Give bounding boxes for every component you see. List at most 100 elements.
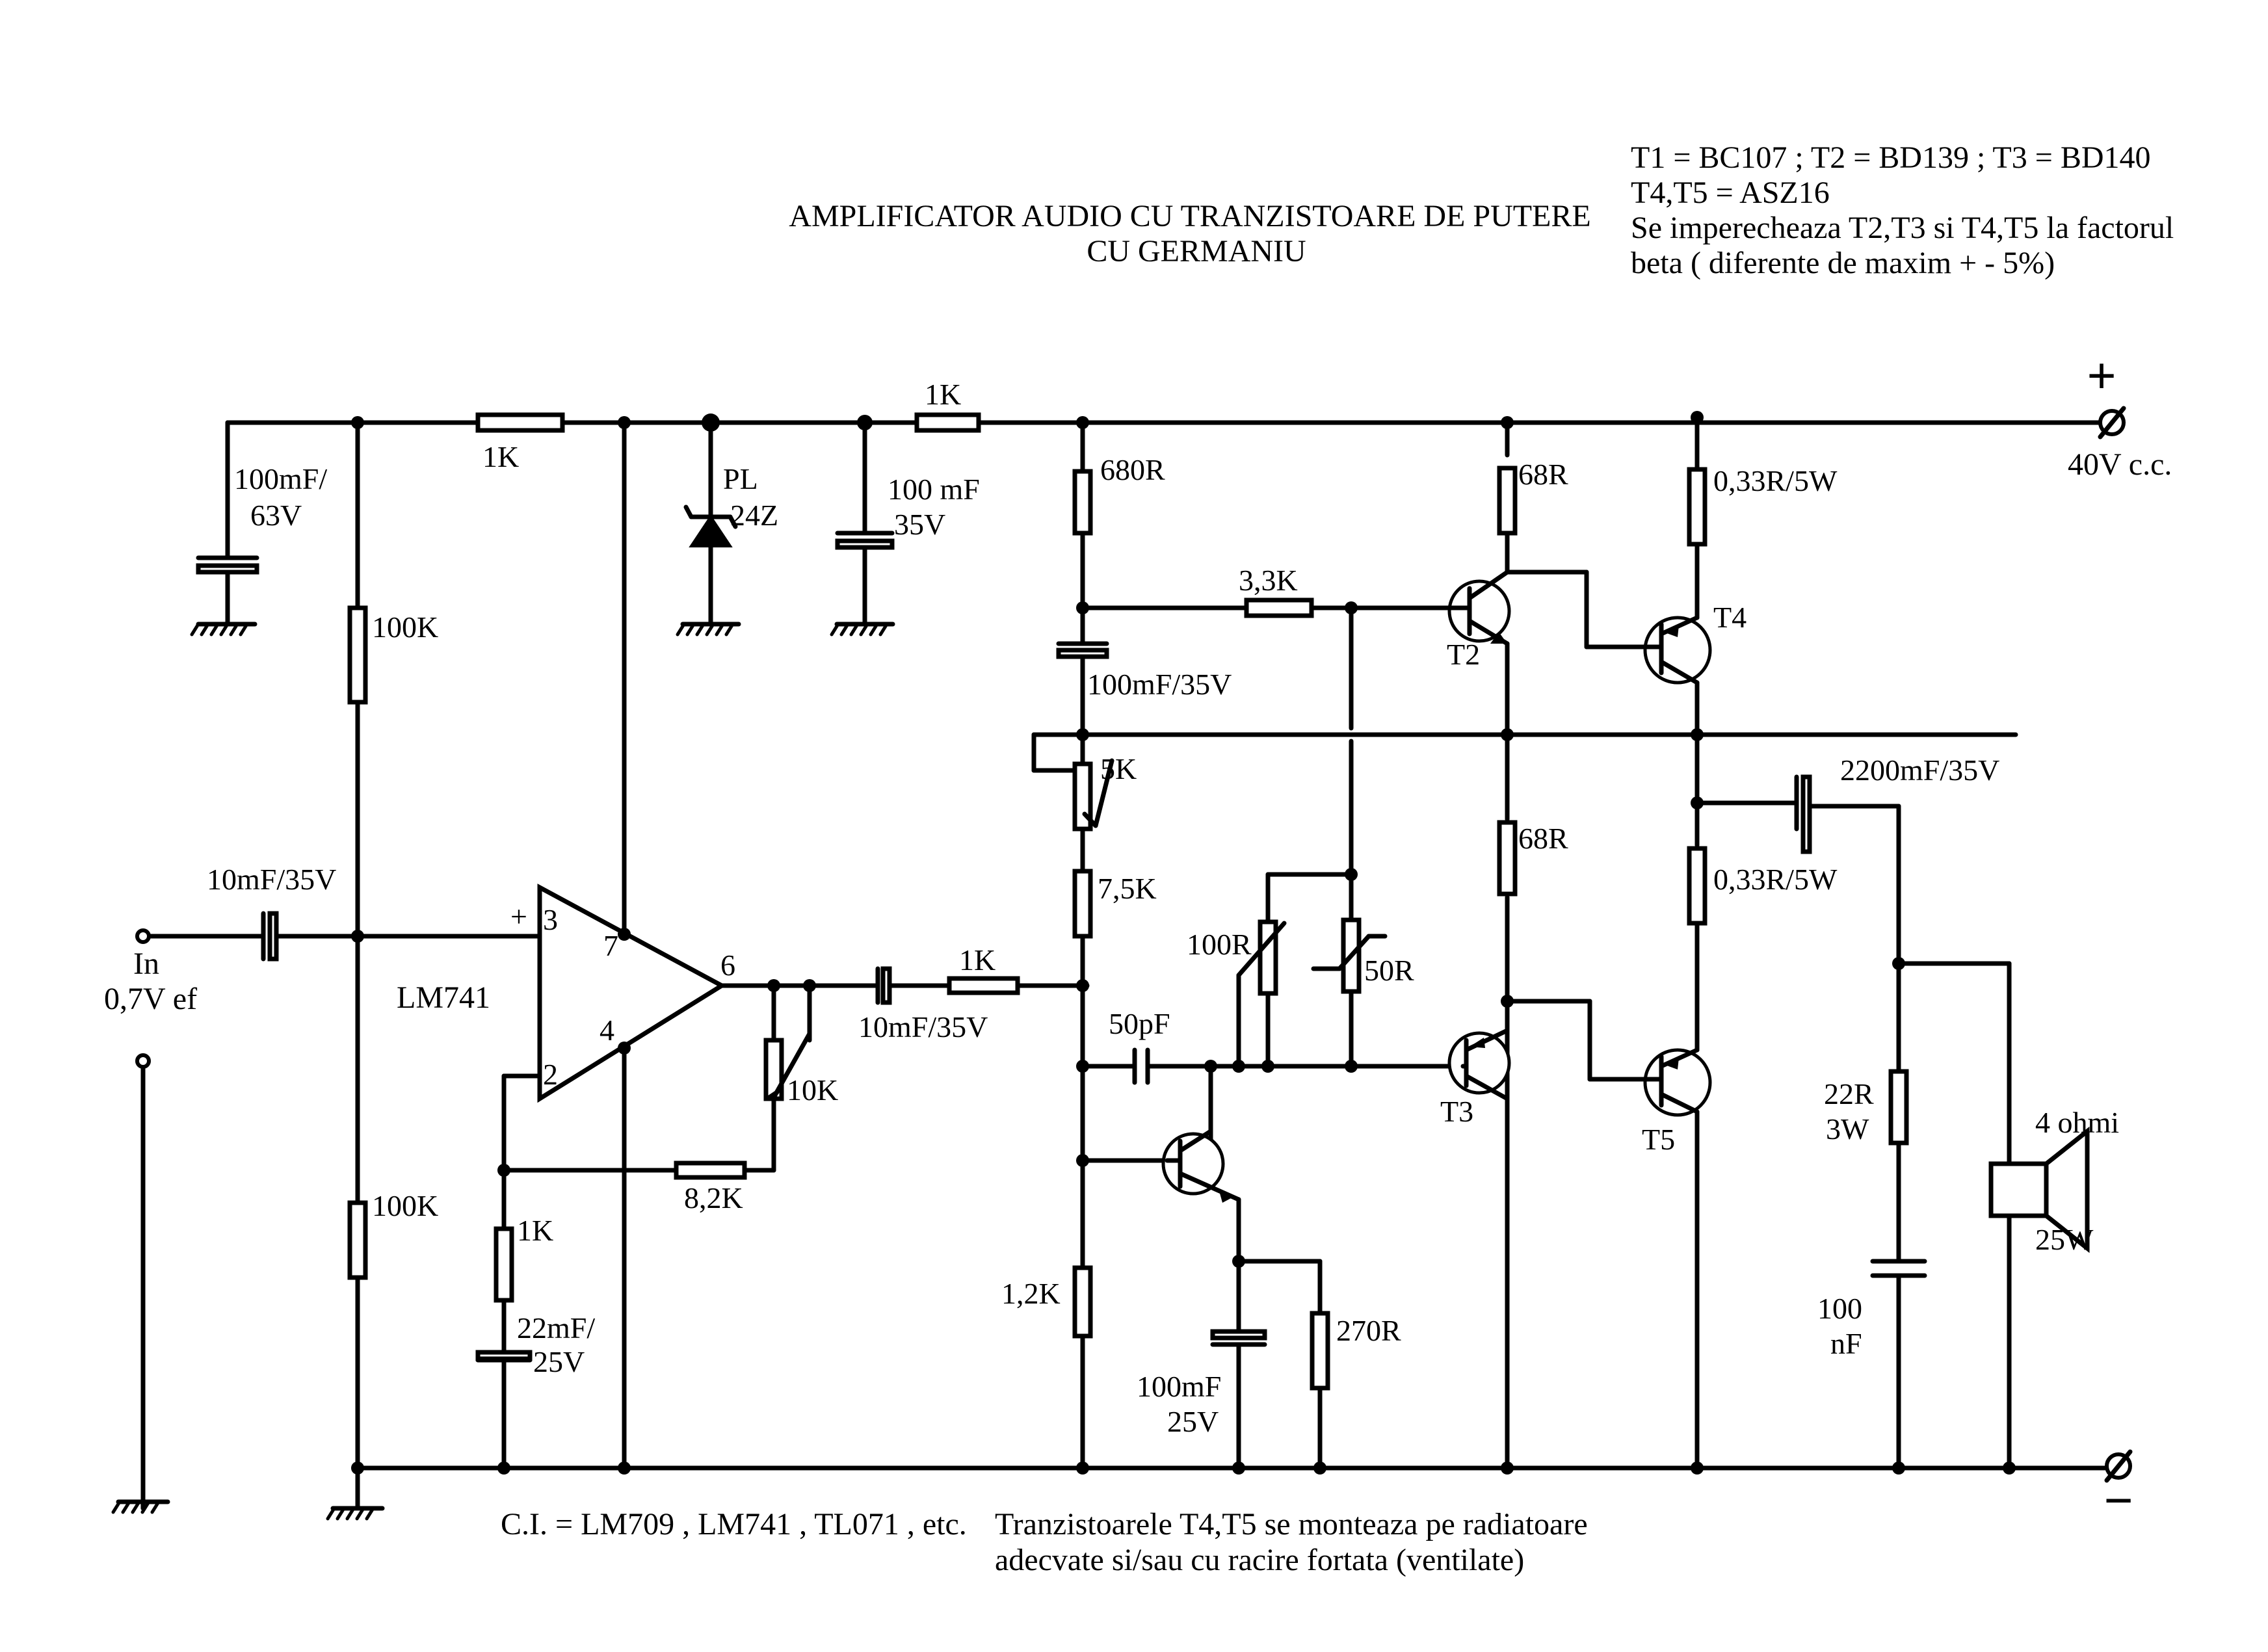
supply-minus-label: −	[2103, 1473, 2133, 1530]
resistor-r-supply1	[475, 412, 565, 433]
resistor-22r	[1888, 1069, 1909, 1146]
transistor-t2-icon	[1353, 570, 1511, 646]
pot-wipers	[765, 758, 1388, 1101]
label-c-emit-a: 100mF	[1137, 1370, 1221, 1403]
label-r-68-top: 68R	[1518, 458, 1568, 491]
input-level-label: 0,7V ef	[104, 982, 197, 1016]
label-r-supply1: 1K	[482, 440, 519, 473]
label-c-boot: 100mF/35V	[1087, 668, 1232, 701]
resistor-1k2	[1072, 1265, 1093, 1339]
label-zener-b: 24Z	[730, 499, 778, 532]
junction-dots	[351, 411, 2016, 1475]
note-power-transistors: T4,T5 = ASZ16	[1631, 176, 1830, 210]
label-r-68-mid: 68R	[1518, 822, 1568, 855]
capacitor-2200mf	[1794, 774, 1812, 854]
label-r-bias-top: 100K	[372, 610, 438, 644]
capacitors	[196, 531, 1927, 1363]
resistor-033r-top	[1687, 467, 1708, 547]
input-label: In	[133, 947, 159, 981]
ground-bias-icon	[326, 1506, 385, 1521]
label-c-supply1-b: 63V	[250, 499, 302, 532]
label-pot-5k: 5K	[1100, 752, 1137, 785]
label-c-zobel-b: nF	[1830, 1327, 1862, 1360]
input-terminal-icon	[135, 928, 151, 944]
label-c-fb-a: 22mF/	[517, 1311, 595, 1344]
label-r-out-op: 1K	[959, 943, 996, 977]
note-heatsink-2: adecvate si/sau cu racire fortata (venti…	[995, 1543, 1524, 1577]
label-r-fb-82k: 8,2K	[684, 1181, 743, 1214]
resistor-68r-mid	[1497, 820, 1518, 897]
label-r-supply2: 1K	[925, 378, 961, 411]
resistors	[347, 412, 1909, 1391]
resistor-680r	[1072, 469, 1093, 536]
ground-input-icon	[111, 1499, 170, 1514]
label-r-680: 680R	[1100, 453, 1165, 486]
label-c-supply2-a: 100 mF	[888, 473, 980, 506]
input-ground-terminal-icon	[135, 1053, 151, 1069]
ground-symbols	[111, 622, 895, 1521]
opamp-pin3-label: 3	[543, 903, 558, 936]
label-r-12k: 1,2K	[1001, 1277, 1061, 1310]
label-c-fb-b: 25V	[533, 1345, 585, 1378]
label-r-270: 270R	[1336, 1314, 1401, 1347]
label-r-033-top: 0,33R/5W	[1713, 464, 1838, 497]
supply-plus-label: +	[2087, 348, 2116, 405]
ground-c2-icon	[830, 622, 895, 636]
note-matching-1: Se imperecheaza T2,T3 si T4,T5 la factor…	[1631, 211, 2174, 245]
label-c-in: 10mF/35V	[207, 863, 336, 896]
terminals	[135, 406, 2133, 1483]
resistor-7k5	[1072, 869, 1093, 939]
label-spk-b: 25W	[2035, 1223, 2094, 1256]
schematic-title-line1: AMPLIFICATOR AUDIO CU TRANZISTOARE DE PU…	[789, 199, 1590, 233]
note-transistors: T1 = BC107 ; T2 = BD139 ; T3 = BD140	[1631, 140, 2151, 175]
ground-c1-icon	[190, 622, 257, 636]
note-matching-2: beta ( diferente de maxim + - 5%)	[1631, 246, 2055, 280]
label-c-out: 2200mF/35V	[1840, 754, 1999, 787]
transistor-t4-icon	[1633, 615, 1712, 685]
label-t3: T3	[1440, 1095, 1473, 1128]
label-r-033-bot: 0,33R/5W	[1713, 863, 1838, 896]
label-r-zobel-b: 3W	[1826, 1112, 1869, 1146]
label-zener-a: PL	[723, 462, 758, 495]
resistor-270r	[1310, 1311, 1330, 1391]
opamp-plus-label: +	[510, 900, 527, 933]
capacitor-50pf	[1132, 1047, 1150, 1085]
label-r-bias-bot: 100K	[372, 1189, 438, 1222]
label-pot-100r: 100R	[1187, 928, 1252, 961]
opamp-pin4-label: 4	[600, 1014, 614, 1047]
schematic-title-line2: CU GERMANIU	[1087, 234, 1306, 269]
label-t2: T2	[1447, 638, 1480, 671]
label-c-emit-b: 25V	[1167, 1405, 1219, 1438]
capacitor-100mf-35v	[835, 531, 895, 550]
labels: + − 40V c.c. In 0,7V ef LM741 + − 3 2 7 …	[104, 348, 2172, 1530]
label-trim-50r: 50R	[1364, 954, 1414, 987]
label-c-zobel-a: 100	[1817, 1292, 1862, 1325]
transistor-t5-icon	[1636, 1047, 1712, 1117]
opamp-pin7-label: 7	[603, 929, 618, 962]
label-spk-a: 4 ohmi	[2035, 1106, 2119, 1139]
ground-zener-icon	[676, 622, 741, 636]
label-c-supply2-b: 35V	[894, 508, 945, 541]
label-r-75k: 7,5K	[1098, 872, 1157, 905]
opamp-lm741	[537, 884, 726, 1103]
opamp-pin6-label: 6	[720, 949, 735, 982]
capacitor-out-op	[875, 966, 892, 1005]
label-r-zobel-a: 22R	[1824, 1077, 1874, 1110]
capacitor-100mf-63v	[196, 555, 259, 575]
label-c-out-op: 10mF/35V	[858, 1010, 988, 1043]
capacitor-100mf-25v	[1210, 1329, 1267, 1347]
transistor-t3-icon	[1447, 1028, 1511, 1101]
wires	[140, 420, 2109, 1511]
capacitor-100nf	[1870, 1259, 1927, 1278]
speaker-icon	[1988, 1126, 2090, 1253]
resistor-3k3	[1244, 597, 1314, 618]
note-heatsink-1: Tranzistoarele T4,T5 se monteaza pe radi…	[995, 1507, 1588, 1541]
opamp-pin2-label: 2	[543, 1058, 558, 1091]
opamp-minus-label: −	[514, 1058, 531, 1091]
zener-diode-icon	[683, 505, 738, 547]
transistor-t1-icon	[1161, 1129, 1241, 1203]
label-t4: T4	[1713, 601, 1747, 634]
label-pot-10k: 10K	[787, 1073, 838, 1107]
resistor-r-supply2	[914, 412, 981, 433]
